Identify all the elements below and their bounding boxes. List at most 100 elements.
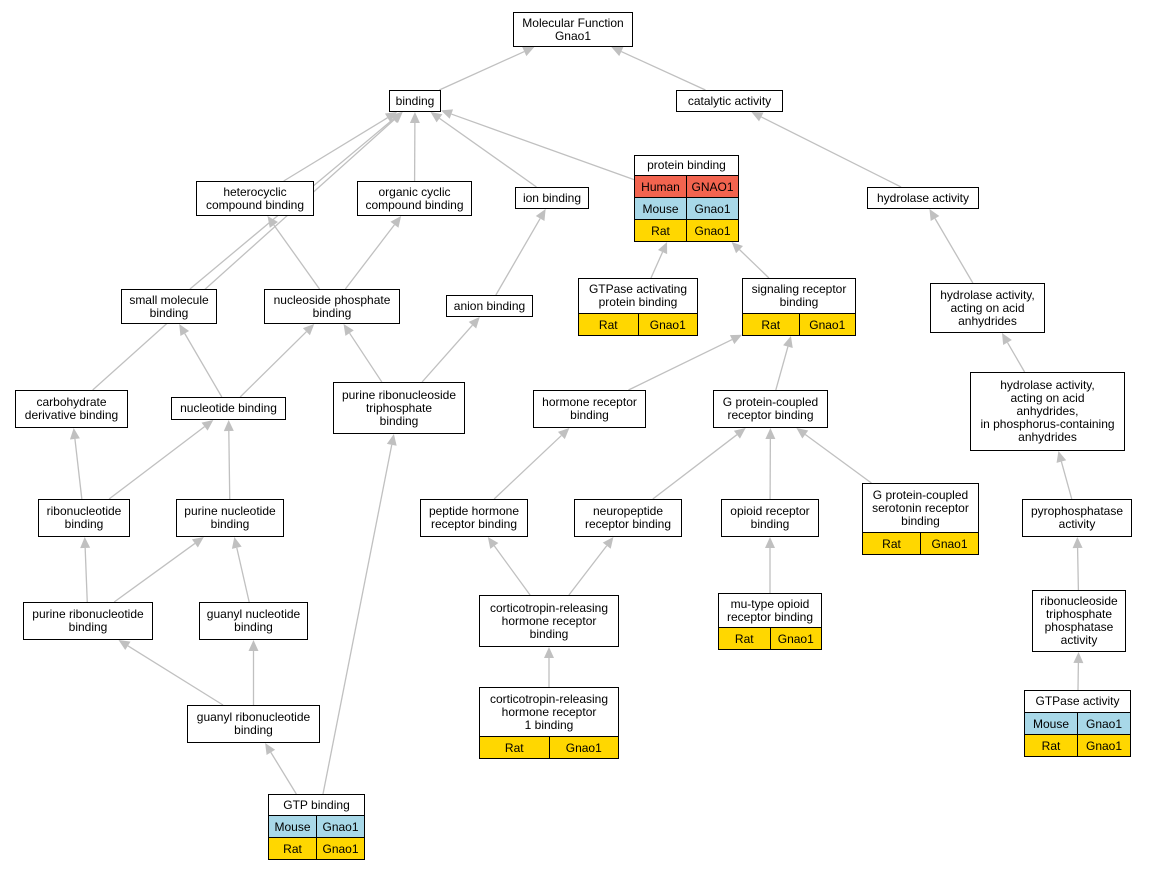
node-binding[interactable]: binding	[389, 90, 441, 112]
node-mf[interactable]: Molecular Function Gnao1	[513, 12, 633, 47]
arrowhead	[302, 324, 315, 336]
edge-carbohydrate-to-binding	[92, 118, 395, 391]
node-hydrolase-anhydrides[interactable]: hydrolase activity, acting on acid anhyd…	[930, 283, 1045, 333]
species-cell: Rat	[734, 631, 754, 646]
gene-cell: Gnao1	[548, 737, 619, 758]
arrowhead	[231, 537, 242, 549]
edge-nucleoside_phosphate-to-heterocyclic	[273, 224, 321, 290]
node-gpcr-binding[interactable]: G protein-coupled receptor binding	[713, 390, 828, 428]
edge-crh_receptor-to-peptide_hormone	[493, 545, 531, 596]
edge-gtpase_act-to-protein_binding	[650, 251, 664, 279]
arrowhead	[386, 434, 397, 446]
node-crh-receptor1[interactable]: corticotropin-releasing hormone receptor…	[479, 687, 619, 759]
node-pyrophosphatase[interactable]: pyrophosphatase activity	[1022, 499, 1132, 537]
node-small-molecule[interactable]: small molecule binding	[121, 289, 217, 324]
node-label: peptide hormone receptor binding	[428, 504, 520, 531]
annotation-row-rat: Rat Gnao1	[480, 736, 618, 758]
gene-cell: Gnao1	[920, 533, 978, 554]
node-opioid[interactable]: opioid receptor binding	[721, 499, 819, 537]
node-label: neuropeptide receptor binding	[584, 504, 672, 531]
arrowhead	[783, 336, 793, 348]
arrowhead	[409, 112, 420, 124]
node-serotonin[interactable]: G protein-coupled serotonin receptor bin…	[862, 483, 979, 555]
node-anion[interactable]: anion binding	[446, 295, 533, 317]
edge-nucleotide-to-small_molecule	[184, 333, 223, 398]
node-purine-nucleotide[interactable]: purine nucleotide binding	[176, 499, 284, 537]
arrowhead	[69, 428, 80, 440]
edge-purine_ribonucleoside_tp-to-nucleoside_phosphate	[349, 332, 383, 383]
node-label: purine nucleotide binding	[184, 504, 276, 531]
arrowhead	[179, 324, 190, 337]
node-ribonucleoside-tp-phosphatase[interactable]: ribonucleoside triphosphate phosphatase …	[1032, 590, 1126, 652]
node-hormone-receptor[interactable]: hormone receptor binding	[533, 390, 646, 428]
edge-purine_ribonucleotide-to-ribonucleotide	[84, 547, 88, 603]
arrowhead	[390, 216, 402, 228]
node-ion-binding[interactable]: ion binding	[515, 187, 589, 209]
species-cell: Rat	[761, 317, 781, 332]
species-cell: Rat	[1041, 738, 1061, 753]
edge-pyrophosphatase-to-hydrolase_phosphorus	[1060, 461, 1073, 500]
species-cell: Rat	[504, 740, 524, 755]
node-organic-cyclic[interactable]: organic cyclic compound binding	[357, 181, 472, 216]
node-purine-ribonucleoside-tp[interactable]: purine ribonucleoside triphosphate bindi…	[333, 382, 465, 434]
gene-cell: Gnao1	[637, 314, 698, 335]
node-purine-ribonucleotide[interactable]: purine ribonucleotide binding	[23, 602, 153, 640]
node-label: carbohydrate derivative binding	[24, 395, 119, 422]
node-label: nucleoside phosphate binding	[273, 292, 391, 320]
edge-gpcr_binding-to-signaling_receptor	[775, 346, 789, 391]
arrowhead	[430, 112, 443, 123]
node-catalytic[interactable]: catalytic activity	[676, 90, 783, 112]
gene-cell: Gnao1	[1077, 713, 1130, 734]
node-neuropeptide[interactable]: neuropeptide receptor binding	[574, 499, 682, 537]
node-carbohydrate[interactable]: carbohydrate derivative binding	[15, 390, 128, 428]
node-guanyl-nucleotide[interactable]: guanyl nucleotide binding	[199, 602, 308, 640]
node-guanyl-ribonucleotide[interactable]: guanyl ribonucleotide binding	[187, 705, 320, 743]
node-ribonucleotide[interactable]: ribonucleotide binding	[38, 499, 130, 537]
arrowhead	[487, 537, 499, 549]
edge-hormone_receptor-to-signaling_receptor	[628, 338, 733, 391]
node-label: ribonucleotide binding	[46, 504, 122, 531]
species-cell: Human	[641, 179, 680, 194]
node-label: hydrolase activity, acting on acid anhyd…	[940, 287, 1035, 328]
arrowhead	[391, 112, 403, 124]
edge-catalytic-to-mf	[621, 50, 706, 91]
edge-signaling_receptor-to-protein_binding	[739, 249, 770, 279]
edge-guanyl_ribonucleotide-to-purine_ribonucleotide	[127, 645, 224, 706]
node-crh-receptor[interactable]: corticotropin-releasing hormone receptor…	[479, 595, 619, 647]
node-nucleoside-phosphate[interactable]: nucleoside phosphate binding	[264, 289, 400, 324]
node-label: nucleotide binding	[180, 401, 277, 415]
arrowhead	[265, 743, 276, 755]
edge-purine_nucleotide-to-nucleotide	[228, 430, 231, 500]
arrowhead	[441, 109, 454, 119]
node-peptide-hormone[interactable]: peptide hormone receptor binding	[420, 499, 528, 537]
node-label: purine ribonucleotide binding	[32, 607, 144, 634]
node-hydrolase-phosphorus[interactable]: hydrolase activity, acting on acid anhyd…	[970, 372, 1125, 451]
edge-nucleoside_phosphate-to-organic_cyclic	[344, 224, 395, 290]
node-heterocyclic[interactable]: heterocyclic compound binding	[196, 181, 314, 216]
node-nucleotide[interactable]: nucleotide binding	[171, 397, 286, 420]
arrowhead	[522, 46, 535, 57]
node-hydrolase[interactable]: hydrolase activity	[867, 187, 979, 209]
node-label: binding	[395, 93, 435, 108]
node-label: G protein-coupled receptor binding	[722, 395, 819, 422]
arrowhead	[611, 47, 624, 57]
arrowhead	[267, 216, 278, 228]
node-label: ribonucleoside triphosphate phosphatase …	[1040, 594, 1118, 647]
species-cell: Rat	[598, 317, 618, 332]
arrowhead	[731, 242, 743, 254]
gene-cell: Gnao1	[316, 816, 364, 837]
node-label: organic cyclic compound binding	[365, 184, 464, 212]
edge-nucleotide-to-nucleoside_phosphate	[239, 331, 307, 398]
arrowhead	[1072, 537, 1083, 549]
gene-cell: Gnao1	[798, 314, 856, 335]
